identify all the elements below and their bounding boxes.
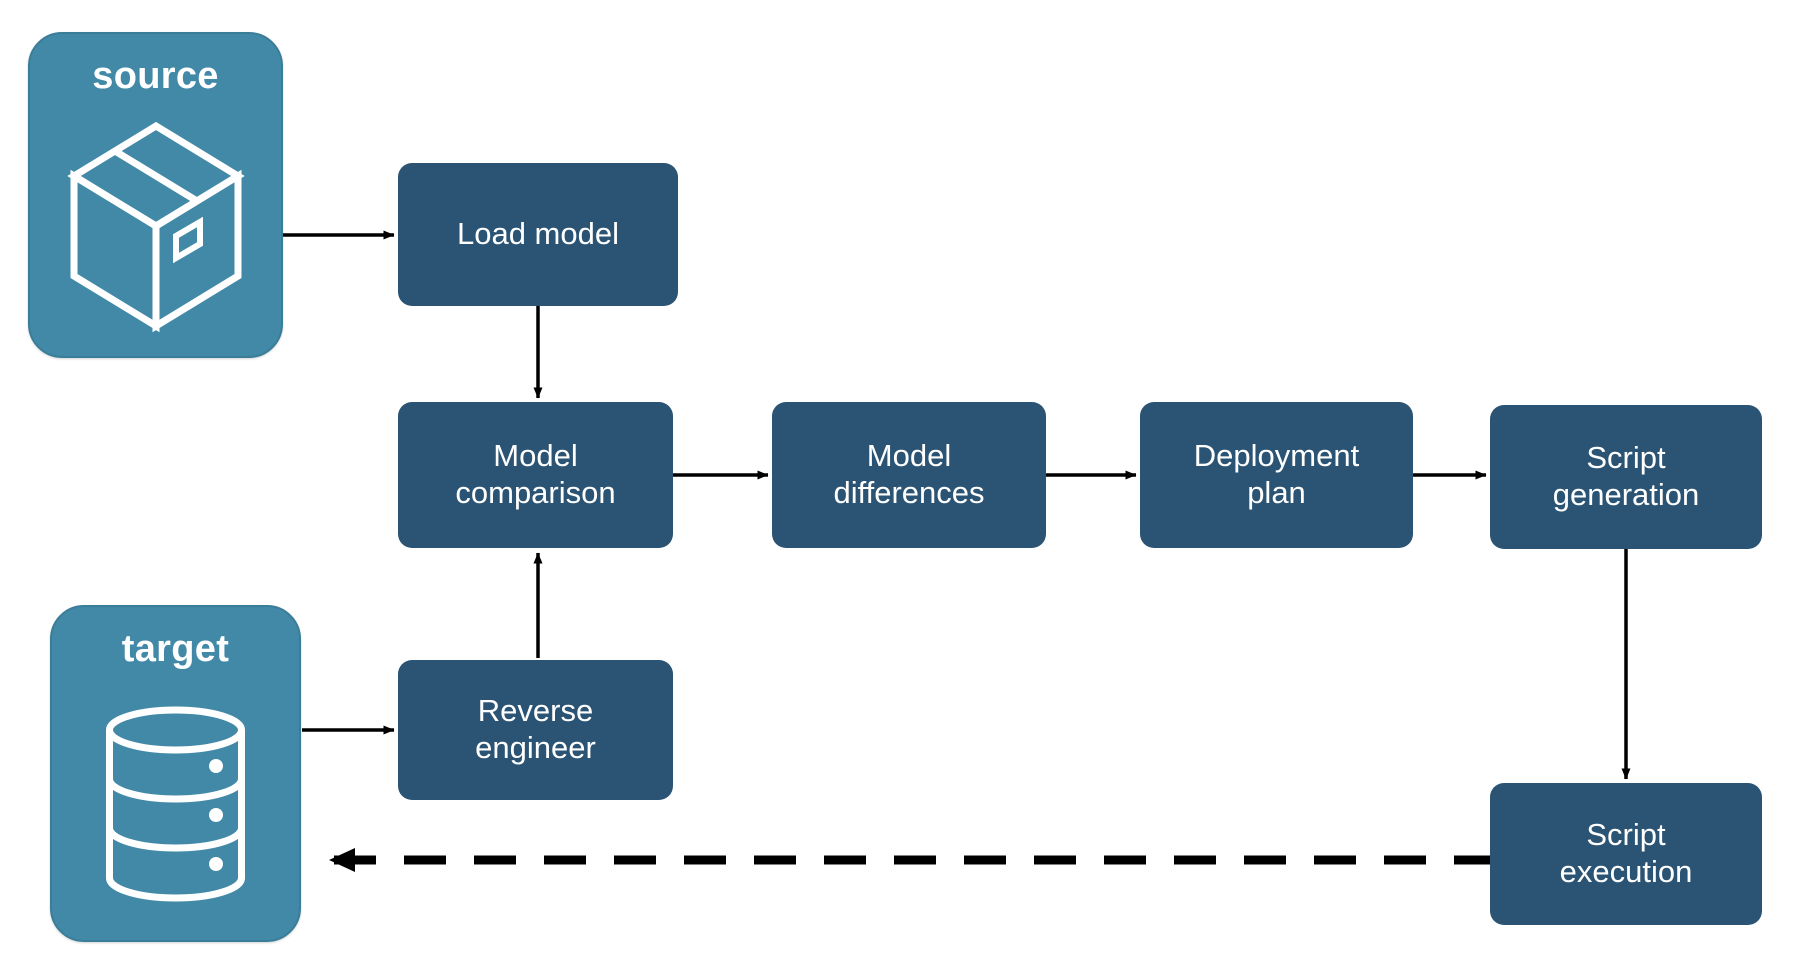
process-label-model-comparison-line2: comparison: [455, 475, 616, 510]
package-box-icon: [30, 95, 281, 356]
process-label-script-execution-line1: Script: [1586, 817, 1666, 853]
process-label-model-differences-line2: differences: [833, 475, 985, 510]
process-label-reverse-engineer-line1: Reverse: [477, 693, 594, 729]
process-label-script-execution-line2: execution: [1559, 854, 1693, 889]
endpoint-node-target[interactable]: target: [50, 605, 301, 942]
process-label-script-generation-line2: generation: [1552, 477, 1700, 512]
process-box-model-comparison[interactable]: Model comparison: [398, 402, 673, 548]
endpoint-label-target: target: [121, 628, 230, 670]
process-label-script-generation-line1: Script: [1586, 440, 1666, 476]
database-cylinder-icon: [52, 668, 299, 940]
process-label-model-comparison-line1: Model: [493, 438, 578, 474]
endpoint-node-source[interactable]: source: [28, 32, 283, 358]
process-box-model-differences[interactable]: Model differences: [772, 402, 1046, 548]
process-box-script-generation[interactable]: Script generation: [1490, 405, 1762, 549]
process-label-reverse-engineer-line2: engineer: [475, 730, 596, 765]
process-box-reverse-engineer[interactable]: Reverse engineer: [398, 660, 673, 800]
process-label-deployment-plan-line1: Deployment: [1193, 438, 1360, 474]
process-box-deployment-plan[interactable]: Deployment plan: [1140, 402, 1413, 548]
process-label-deployment-plan-line2: plan: [1247, 475, 1306, 510]
process-box-load-model[interactable]: Load model: [398, 163, 678, 306]
process-label-load-model-line1: Load model: [456, 216, 619, 252]
process-box-script-execution[interactable]: Script execution: [1490, 783, 1762, 925]
endpoint-label-source: source: [92, 55, 219, 97]
process-label-model-differences-line1: Model: [866, 438, 952, 474]
